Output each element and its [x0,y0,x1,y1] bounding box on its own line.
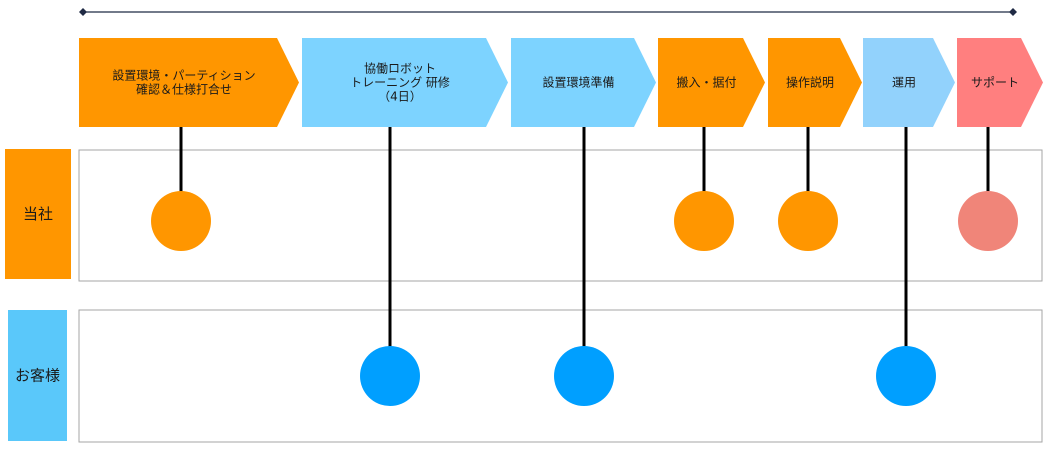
lane-label-box-customer [8,310,67,441]
step-label-robot-training-line-2: （4日） [378,90,422,104]
step-label-operation-line-0: 運用 [892,76,916,90]
lane-label-box-company [5,149,71,279]
step-chevron-robot-training [302,38,508,127]
milestone-dot-operation [876,346,936,406]
lane-box-company [78,149,1043,282]
step-label-delivery-install-line-0: 搬入・据付 [676,75,736,90]
step-label-setup-consult-line-0: 設置環境・パーティション [112,68,255,83]
lane-label-company: 当社 [23,205,53,223]
step-chevron-delivery-install [658,38,765,127]
step-label-operation-explain-line-0: 操作説明 [786,75,834,90]
step-label-robot-training-line-1: トレーニング 研修 [350,75,450,90]
timeline-start-marker [79,8,87,16]
step-chevron-setup-consult [79,38,299,127]
lane-label-customer: お客様 [15,367,60,385]
step-chevron-operation [863,38,955,127]
step-label-robot-training-line-0: 協働ロボット [364,61,436,76]
step-chevron-operation-explain [768,38,862,127]
step-label-setup-consult-line-1: 確認＆仕様打合せ [136,82,232,97]
milestone-dot-env-prep [554,346,614,406]
milestone-dot-robot-training [360,346,420,406]
step-label-support-line-0: サポート [971,76,1019,90]
timeline-end-marker [1009,8,1017,16]
milestone-dot-support [958,191,1018,251]
milestone-dot-operation-explain [778,191,838,251]
step-chevron-support [957,38,1043,127]
milestone-dot-delivery-install [674,191,734,251]
step-chevron-env-prep [511,38,656,127]
milestone-dot-setup-consult [151,191,211,251]
step-label-env-prep-line-0: 設置環境準備 [542,75,614,90]
